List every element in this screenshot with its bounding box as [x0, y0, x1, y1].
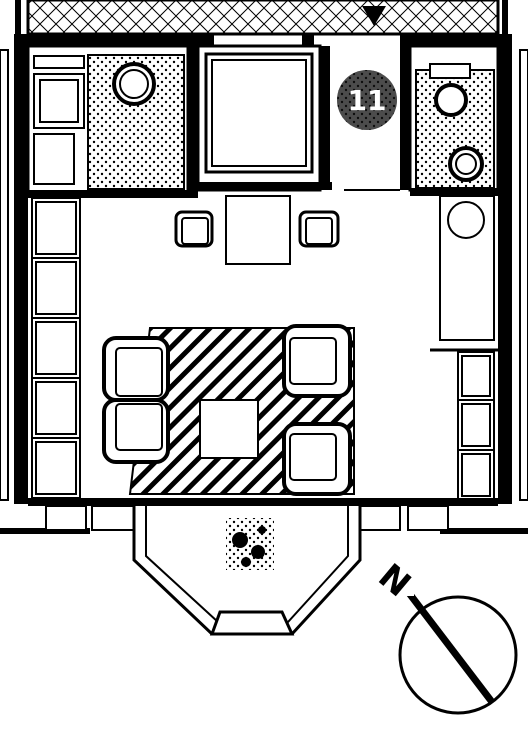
unit-number-label: 11: [348, 84, 387, 117]
top-terrace: [15, 0, 508, 36]
right-sink-icon: [434, 83, 468, 117]
entry-area: [320, 46, 410, 191]
plant-icon: [226, 518, 274, 570]
unit-number-badge: 11: [337, 70, 397, 130]
armchair-bottom-left: [102, 398, 170, 464]
bay-window: [132, 506, 362, 636]
left-bathroom: [26, 44, 198, 198]
left-toilet-icon: [112, 62, 156, 106]
coffee-table: [199, 399, 259, 459]
dining-chair-right: [298, 210, 340, 248]
armchair-bottom-right: [282, 422, 352, 496]
central-niche: [196, 44, 332, 192]
armchair-top-right: [282, 324, 352, 398]
north-arrow-icon: N: [371, 556, 518, 715]
dining-chair-left: [174, 210, 214, 248]
right-counter: [430, 195, 498, 501]
exterior-walls: [0, 34, 528, 504]
left-cabinets: [31, 197, 81, 499]
right-bathroom: [408, 44, 500, 196]
bottom-wall: [0, 498, 528, 534]
top-arrow-icon: [362, 6, 386, 26]
dining-table: [225, 195, 291, 265]
right-toilet-icon: [448, 146, 484, 182]
armchair-top-left: [102, 336, 170, 402]
